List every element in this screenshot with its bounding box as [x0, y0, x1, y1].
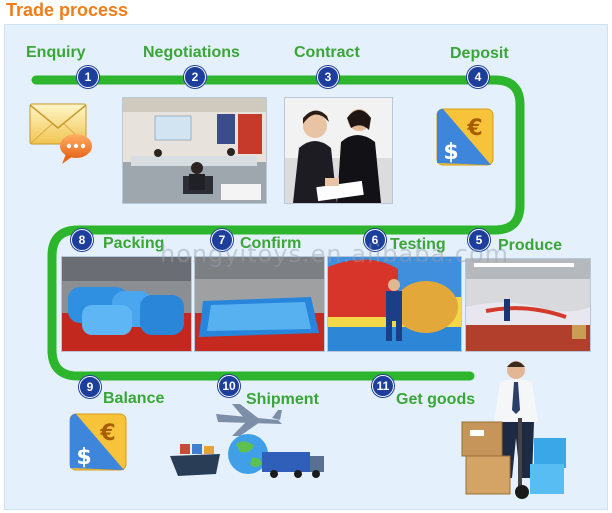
plane-ship-truck-icon [170, 404, 324, 478]
step-label-enquiry: Enquiry [26, 44, 86, 61]
step-badge-4: 4 [467, 66, 489, 88]
step-label-shipment: Shipment [246, 391, 319, 408]
step-label-negotiations: Negotiations [143, 44, 240, 61]
svg-text:€: € [99, 421, 115, 446]
step-label-deposit: Deposit [450, 45, 509, 62]
step-badge-3: 3 [317, 66, 339, 88]
packing-photo [61, 256, 192, 352]
step-label-get-goods: Get goods [396, 391, 476, 408]
page-title: Trade process [6, 0, 129, 20]
step-badge-5: 5 [468, 229, 490, 251]
svg-text:€: € [466, 116, 482, 141]
step-label-balance: Balance [103, 390, 165, 407]
svg-text:$: $ [443, 140, 458, 165]
step-label-confirm: Confirm [240, 235, 302, 252]
step-badge-7: 7 [211, 229, 233, 251]
step-badge-1: 1 [77, 66, 99, 88]
watermark: hongyitoys.en.alibaba.com [160, 240, 510, 268]
euro-dollar-icon: € $ [436, 108, 494, 166]
testing-photo [327, 256, 462, 352]
step-badge-11: 11 [372, 375, 394, 397]
step-badge-2: 2 [184, 66, 206, 88]
step-badge-8: 8 [71, 229, 93, 251]
confirm-pool-photo [194, 256, 325, 352]
euro-dollar-icon: € $ [69, 413, 127, 471]
negotiations-office-photo [122, 97, 267, 204]
step-label-packing: Packing [103, 235, 165, 252]
produce-photo [465, 258, 591, 352]
step-badge-10: 10 [218, 375, 240, 397]
step-badge-6: 6 [364, 229, 386, 251]
contract-signing-photo [284, 97, 393, 204]
delivery-man-icon [461, 361, 566, 499]
svg-text:$: $ [76, 445, 91, 470]
step-label-produce: Produce [498, 237, 563, 254]
step-label-contract: Contract [294, 44, 360, 61]
envelope-chat-icon [29, 103, 92, 164]
step-badge-9: 9 [79, 376, 101, 398]
step-label-testing: Testing [390, 236, 446, 253]
